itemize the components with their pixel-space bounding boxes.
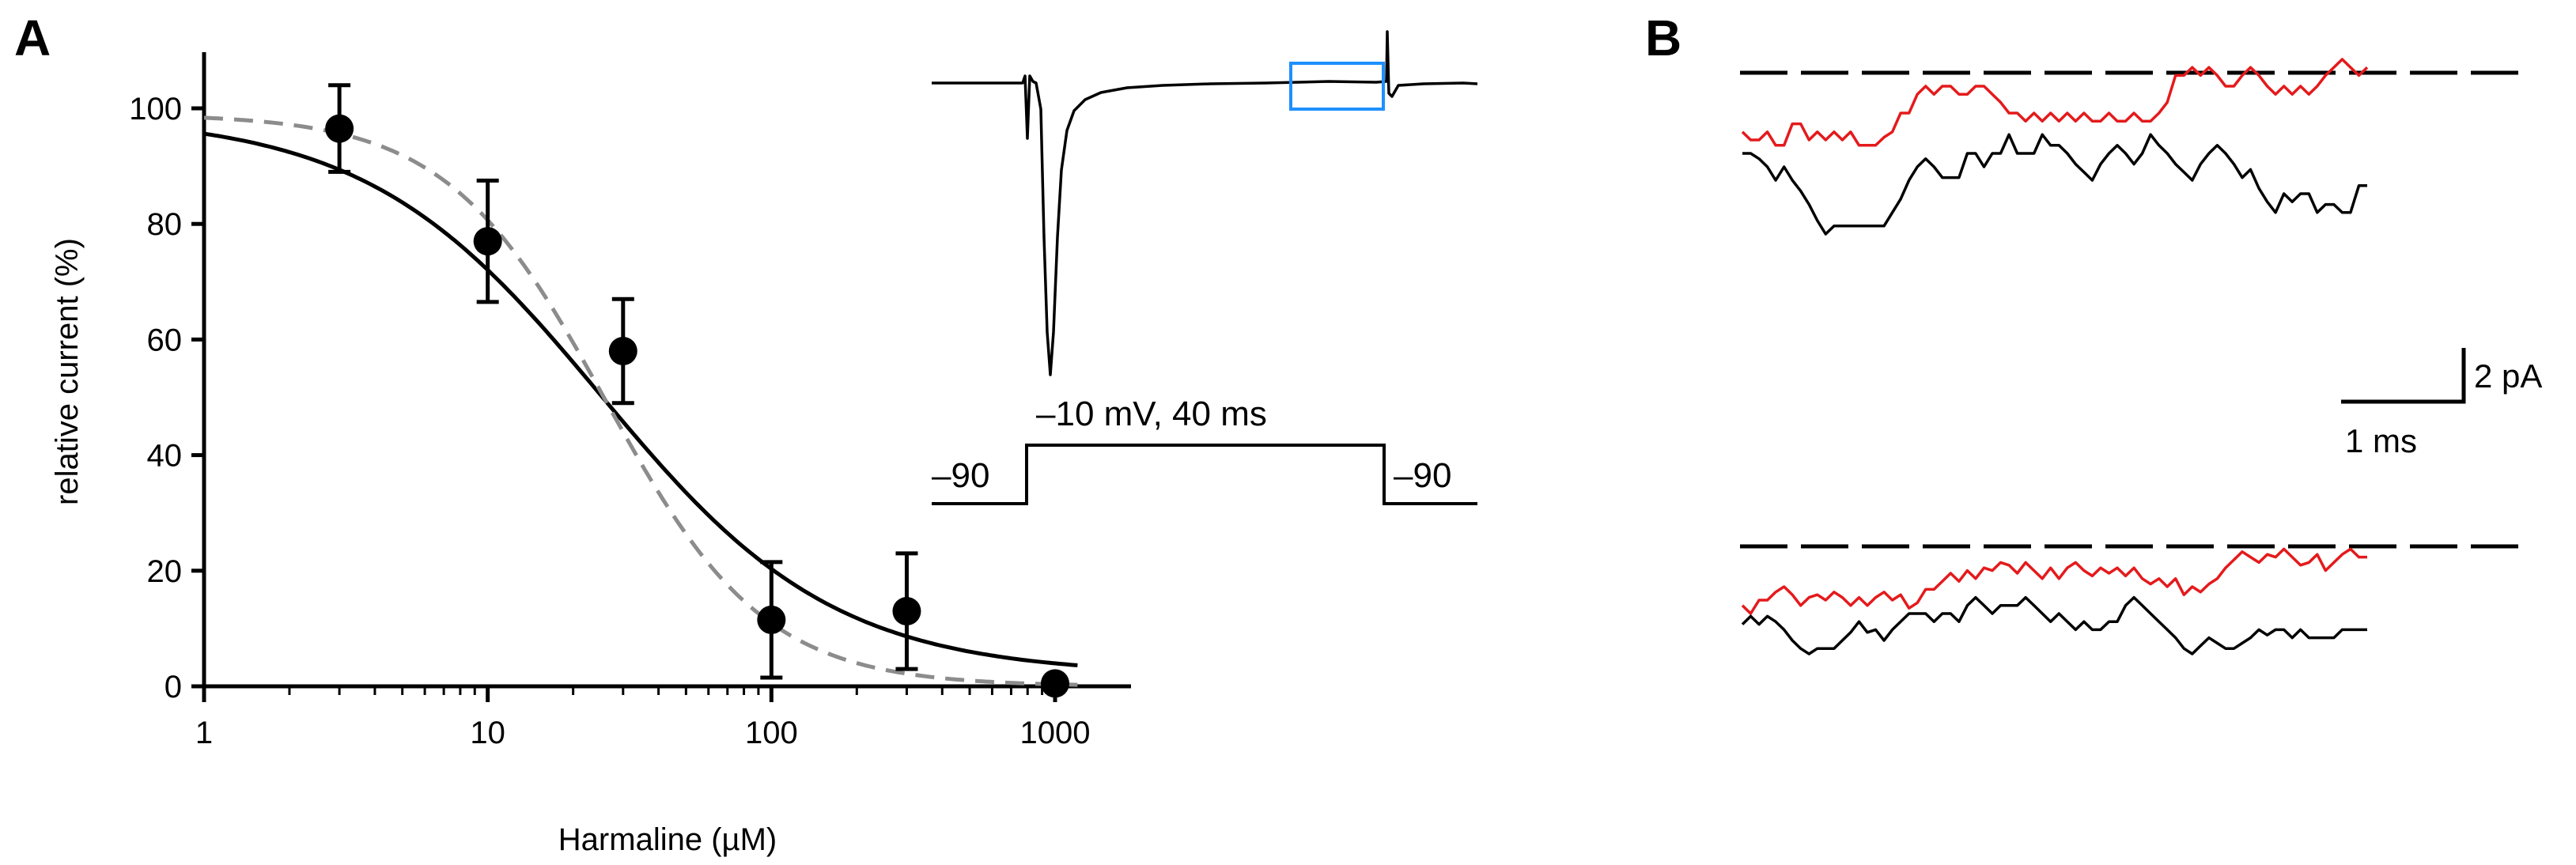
- data-point: [473, 227, 502, 256]
- y-ticks: 0 20 40 60 80 100: [129, 92, 204, 704]
- y-tick-label: 80: [147, 207, 183, 242]
- x-tick-label: 10: [470, 716, 505, 750]
- top-red-trace: [1741, 58, 2369, 147]
- current-trace: [932, 30, 1478, 376]
- panel-a-label: A: [14, 9, 51, 66]
- voltage-protocol: [932, 444, 1477, 505]
- zoom-region-box: [1289, 62, 1385, 111]
- data-point: [757, 605, 786, 634]
- holding-left-label: –90: [932, 456, 989, 495]
- data-points: [325, 83, 1069, 698]
- y-tick-label: 40: [147, 439, 183, 474]
- x-axis-label: Harmaline (µM): [558, 822, 777, 857]
- bottom-black-trace: [1741, 595, 2367, 655]
- fit-curves: [203, 115, 1078, 687]
- fit-curve-dashed: [203, 115, 1078, 687]
- y-tick-label: 60: [147, 323, 183, 357]
- single-channel-traces: 2 pA 1 ms: [1740, 58, 2542, 655]
- top-black-trace: [1742, 133, 2367, 236]
- x-tick-label: 100: [745, 716, 798, 750]
- holding-right-label: –90: [1394, 456, 1451, 495]
- y-tick-label: 100: [129, 92, 182, 127]
- data-point: [892, 596, 921, 625]
- fit-curve-solid: [203, 131, 1078, 667]
- x-ticks: 1 10 100 1000: [195, 686, 1091, 750]
- y-tick-label: 20: [147, 554, 183, 589]
- current-trace-inset: –10 mV, 40 ms –90 –90: [932, 30, 1478, 505]
- dose-response-plot: 0 20 40 60 80 100 1 10 100 1000 relative current…: [50, 52, 1131, 857]
- scale-bar-time-label: 1 ms: [2345, 422, 2417, 459]
- x-tick-label: 1000: [1020, 716, 1091, 750]
- data-point: [1041, 669, 1069, 698]
- data-point: [325, 114, 354, 143]
- scale-bar-amplitude-label: 2 pA: [2474, 357, 2542, 395]
- x-tick-label: 1: [195, 716, 213, 750]
- y-axis-label: relative current (%): [50, 238, 85, 505]
- bottom-red-trace: [1741, 547, 2367, 615]
- y-tick-label: 0: [165, 670, 182, 704]
- scale-bar: [2341, 348, 2466, 404]
- panel-b-label: B: [1645, 9, 1681, 66]
- protocol-label: –10 mV, 40 ms: [1036, 395, 1267, 433]
- data-point: [608, 337, 637, 366]
